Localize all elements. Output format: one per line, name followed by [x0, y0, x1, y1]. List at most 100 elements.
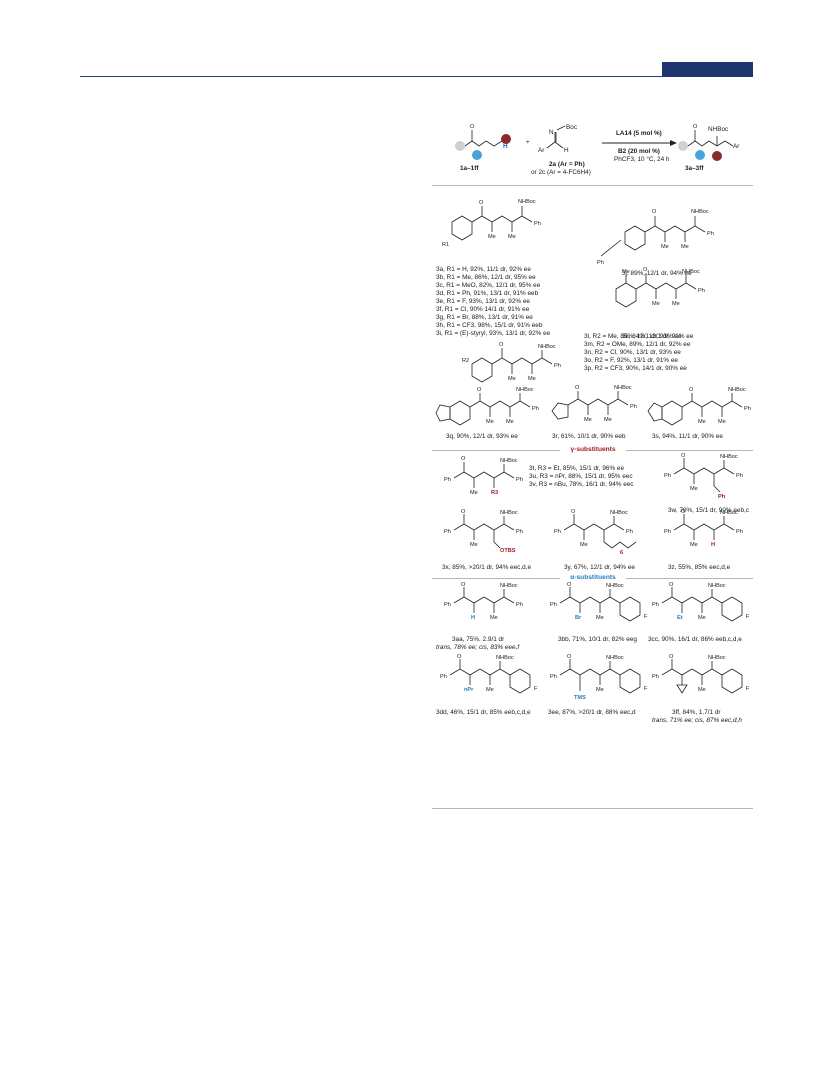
entry-3ff-line1: 3ff, 84%, 1.7/1 dr: [672, 709, 721, 716]
imine-Ar: Ar: [538, 147, 545, 154]
svg-text:Me: Me: [698, 419, 706, 425]
entry-3l: 3l, R2 = Me, 85%, 12/1 dr, 93% ee: [584, 333, 682, 340]
svg-text:Me: Me: [486, 687, 494, 693]
svg-text:Ph: Ph: [626, 529, 633, 535]
svg-text:TMS: TMS: [574, 695, 586, 701]
svg-text:nPr: nPr: [464, 687, 474, 693]
svg-text:O: O: [652, 209, 657, 215]
svg-text:O: O: [461, 456, 466, 462]
entry-3c: 3c, R1 = MeO, 82%, 12/1 dr, 95% ee: [436, 282, 541, 289]
svg-text:NHBoc: NHBoc: [728, 387, 746, 393]
structure-3aa: Ph O H Me Ph NHBoc: [444, 582, 523, 621]
structure-3w: Ph O Me Ph Ph NHBoc: [664, 453, 743, 500]
entry-3t: 3t, R3 = Et, 85%, 15/1 dr, 96% ee: [529, 465, 625, 472]
svg-text:Ph: Ph: [736, 473, 743, 479]
entry-3g: 3g, R1 = Br, 88%, 13/1 dr, 91% ee: [436, 314, 533, 321]
product-compound-label: 3a–3ff: [685, 165, 704, 172]
entry-3a: 3a, R1 = H, 92%, 11/1 dr, 92% ee: [436, 266, 531, 273]
svg-text:Ph: Ph: [597, 260, 604, 266]
structure-3y: Ph O Me 6 Ph NHBoc: [554, 509, 637, 556]
svg-text:Me: Me: [506, 419, 514, 425]
svg-text:6: 6: [620, 550, 623, 556]
entry-3k: 3k, 84%, 13/1 dr, 91% ee: [622, 333, 694, 340]
me-label-1: Me: [488, 234, 496, 240]
svg-text:Me: Me: [718, 419, 726, 425]
header-accent-tab: [662, 62, 753, 77]
product-structure: O: [678, 124, 734, 161]
svg-text:H: H: [711, 542, 715, 548]
svg-text:O: O: [461, 582, 466, 588]
svg-text:Ph: Ph: [516, 529, 523, 535]
svg-text:Me: Me: [596, 615, 604, 621]
entry-3b: 3b, R1 = Me, 86%, 12/1 dr, 95% ee: [436, 274, 536, 281]
structure-3l-3p: R2 O Me Me Ph NHBoc: [462, 342, 561, 383]
product-NHBoc: NHBoc: [708, 126, 729, 133]
product-carbonyl-O: O: [693, 124, 698, 130]
svg-text:O: O: [575, 385, 580, 391]
entry-3i: 3i, R1 = (E)-styryl, 93%, 13/1 dr, 92% e…: [436, 330, 551, 337]
entry-3o: 3o, R2 = F, 92%, 13/1 dr, 91% ee: [584, 357, 678, 364]
svg-text:Me: Me: [470, 490, 478, 496]
svg-text:O: O: [681, 453, 686, 459]
catalyst-label: LA14 (5 mol %): [616, 130, 662, 137]
svg-text:NHBoc: NHBoc: [496, 655, 514, 661]
structure-3x: Ph O Me OTBS Ph NHBoc: [444, 509, 523, 554]
structure-3s: O Me Me Ph NHBoc: [647, 387, 751, 426]
svg-text:Ph: Ph: [554, 529, 561, 535]
svg-text:F: F: [534, 686, 538, 692]
svg-text:Ph: Ph: [744, 406, 751, 412]
entry-3v: 3v, R3 = nBu, 78%, 16/1 dr, 94% eec: [529, 481, 634, 488]
svg-text:F: F: [644, 614, 648, 620]
entry-3s: 3s, 94%, 11/1 dr, 90% ee: [652, 433, 723, 440]
entry-3ff-line2: trans, 71% ee; cis, 87% eec,d,h: [652, 717, 742, 724]
svg-text:O: O: [643, 267, 648, 273]
entry-3cc: 3cc, 90%, 16/1 dr, 86% eeb,c,d,e: [648, 636, 742, 643]
alpha-divider-right: [626, 578, 753, 579]
svg-text:Ph: Ph: [550, 674, 557, 680]
svg-text:Ph: Ph: [516, 602, 523, 608]
structure-3q: O Me Me Ph NHBoc: [435, 387, 539, 426]
svg-text:O: O: [477, 387, 482, 393]
structure-3ff: Ph O Me F NHBoc: [652, 654, 750, 694]
svg-text:NHBoc: NHBoc: [500, 583, 518, 589]
svg-text:Me: Me: [661, 244, 669, 250]
entry-3e: 3e, R1 = F, 93%, 13/1 dr, 92% ee: [436, 298, 530, 305]
svg-text:O: O: [681, 509, 686, 515]
svg-text:Ph: Ph: [440, 674, 447, 680]
svg-text:Ph: Ph: [554, 363, 561, 369]
svg-text:O: O: [669, 654, 674, 660]
svg-text:NHBoc: NHBoc: [691, 209, 709, 215]
entry-3p: 3p, R2 = CF3, 90%, 14/1 dr, 90% ee: [584, 365, 687, 372]
svg-text:Me: Me: [528, 376, 536, 382]
structure-3z: Ph O Me H Ph NHBoc: [664, 509, 743, 548]
svg-text:Ph: Ph: [444, 529, 451, 535]
svg-text:NHBoc: NHBoc: [720, 454, 738, 460]
svg-text:NHBoc: NHBoc: [538, 344, 556, 350]
entry-3r: 3r, 61%, 10/1 dr, 90% eeb: [552, 433, 626, 440]
svg-text:H: H: [471, 615, 475, 621]
svg-text:NHBoc: NHBoc: [682, 269, 700, 275]
svg-text:Ph: Ph: [550, 602, 557, 608]
entry-3aa-line2: trans, 78% ee; cis, 83% eee,f: [436, 644, 520, 651]
svg-text:F: F: [644, 686, 648, 692]
svg-text:R2: R2: [462, 358, 469, 364]
svg-text:Me: Me: [672, 301, 680, 307]
svg-text:Ph: Ph: [532, 406, 539, 412]
entry-3h: 3h, R1 = CF3, 98%, 15/1 dr, 91% eeb: [436, 322, 543, 329]
carbonyl-O: O: [470, 124, 475, 130]
R1-label: R1: [442, 242, 449, 248]
svg-text:Ph: Ph: [630, 404, 637, 410]
start-compound-label: 1a–1ff: [460, 165, 479, 172]
structure-3a-3i: O R1 Me Me Ph NHBoc: [442, 199, 541, 248]
svg-text:Me: Me: [604, 417, 612, 423]
structure-3cc: Ph O Et Me F NHBoc: [652, 582, 750, 622]
alpha-substituents-heading: α-substituents: [570, 574, 616, 581]
svg-text:NHBoc: NHBoc: [500, 510, 518, 516]
svg-text:Me: Me: [652, 301, 660, 307]
entry-3w: 3w, 70%, 15/1 dr, 90% eeb,c: [668, 507, 750, 514]
me-label-2: Me: [508, 234, 516, 240]
start-H-label: H: [503, 143, 508, 150]
svg-text:NHBoc: NHBoc: [708, 583, 726, 589]
svg-text:O: O: [567, 654, 572, 660]
svg-text:Ph: Ph: [516, 477, 523, 483]
